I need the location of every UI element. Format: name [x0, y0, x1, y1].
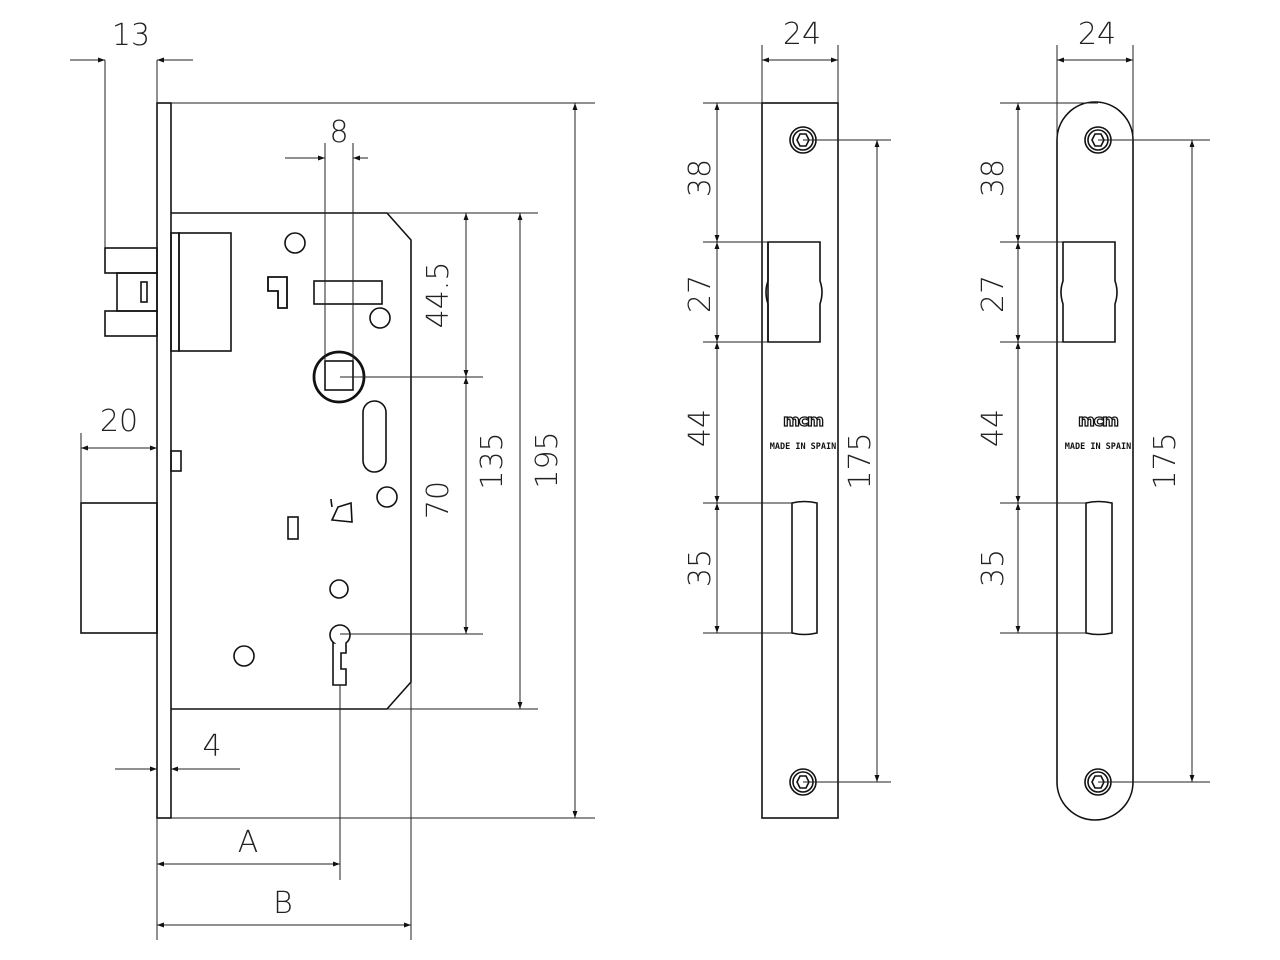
dim-70: 70 — [421, 481, 456, 519]
lock-body: 13 8 20 4 44.5 70 135 195 A B — [70, 18, 595, 940]
dim-13: 13 — [112, 18, 150, 53]
dim-44: 44 — [976, 409, 1011, 447]
made-in-label: MADE IN SPAIN — [1065, 442, 1132, 452]
dim-135: 135 — [475, 432, 510, 489]
hole — [369, 307, 391, 329]
dim-24: 24 — [1078, 17, 1116, 52]
t-slot — [267, 276, 288, 309]
triangle-cutout — [330, 501, 353, 523]
hole — [284, 232, 306, 254]
keyhole — [329, 624, 351, 686]
dim-35: 35 — [976, 549, 1011, 587]
oval-slot — [362, 400, 387, 473]
dim-a: A — [238, 825, 259, 860]
latch-bolt-bottom — [104, 310, 158, 337]
latch-opening — [1060, 241, 1118, 343]
brand-logo: mcm — [783, 411, 823, 430]
bolt-opening — [791, 500, 818, 636]
brand-logo: mcm — [1078, 411, 1118, 430]
dim-4: 4 — [202, 729, 221, 764]
dim-195: 195 — [530, 431, 565, 488]
hole — [376, 486, 398, 508]
latch-housing — [178, 232, 232, 352]
strike-plate-square: mcm MADE IN SPAIN 24 38 27 44 35 175 — [683, 17, 891, 819]
dim-20: 20 — [100, 404, 138, 439]
follower-square — [324, 360, 354, 391]
dim-44: 44 — [683, 409, 718, 447]
dim-38: 38 — [683, 159, 718, 197]
dead-bolt — [80, 502, 158, 634]
bolt-opening — [1085, 500, 1113, 636]
dim-44-5: 44.5 — [421, 262, 456, 329]
lock-case — [171, 212, 412, 710]
dim-27: 27 — [976, 275, 1011, 313]
dim-24: 24 — [783, 17, 821, 52]
dim-27: 27 — [683, 275, 718, 313]
dim-b: B — [273, 886, 293, 921]
slide-bar — [313, 280, 383, 305]
dim-8: 8 — [329, 115, 348, 150]
strike-plate-outline — [761, 102, 839, 819]
hole — [329, 579, 349, 599]
hole — [233, 645, 255, 667]
latch-bolt-top — [104, 247, 158, 274]
strike-plate-round: mcm MADE IN SPAIN 24 38 27 44 35 175 — [976, 17, 1210, 821]
dim-35: 35 — [683, 549, 718, 587]
dim-38: 38 — [976, 159, 1011, 197]
dim-175: 175 — [1148, 432, 1183, 489]
latch-opening — [765, 241, 823, 343]
dim-175: 175 — [843, 432, 878, 489]
strike-plate-outline — [1056, 101, 1134, 821]
made-in-label: MADE IN SPAIN — [770, 442, 837, 452]
faceplate — [156, 102, 172, 819]
